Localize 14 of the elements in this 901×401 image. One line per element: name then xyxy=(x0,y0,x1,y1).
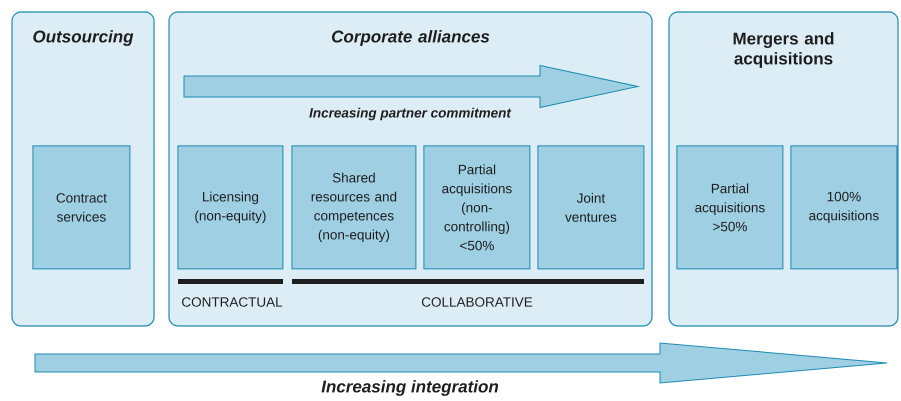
panel-heading: Corporate alliances xyxy=(332,30,490,46)
arrow-label: Increasing partner commitment xyxy=(309,108,512,120)
option-box: 100% acquisitions xyxy=(790,145,898,270)
category-label: CONTRACTUAL xyxy=(182,297,282,307)
option-box: Partial acquisitions (non-controlling) <50% xyxy=(423,145,530,270)
option-box: Contract services xyxy=(32,145,130,270)
category-label: COLLABORATIVE xyxy=(422,297,532,307)
option-box: Licensing (non-equity) xyxy=(177,145,284,270)
arrow-label: Increasing integration xyxy=(322,380,498,396)
option-box: Partial acquisitions >50% xyxy=(676,145,784,270)
panel-heading: Outsourcing xyxy=(33,30,134,46)
panel-heading: Mergers and acquisitions xyxy=(734,32,834,68)
option-box: Shared resources and competences (non-equity) xyxy=(291,145,416,270)
option-box: Joint ventures xyxy=(537,145,644,270)
